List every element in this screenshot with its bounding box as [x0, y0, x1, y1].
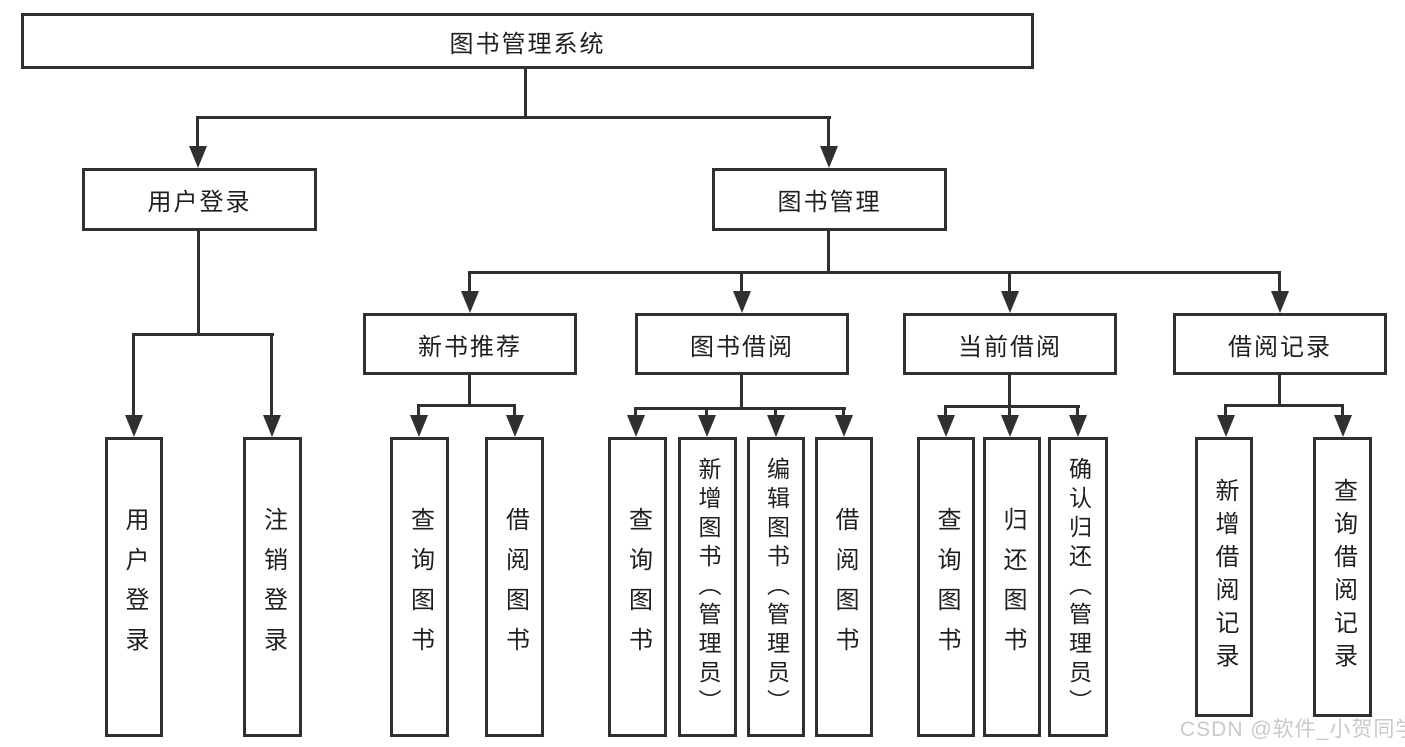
connector-current-borrow-rail — [944, 405, 1080, 408]
leaf-query-books-rec: 查询图书 — [390, 437, 449, 737]
node-book-borrow: 图书借阅 — [635, 313, 849, 375]
node-borrow-records: 借阅记录 — [1173, 313, 1387, 375]
connector-book-mgmt-trunk — [827, 231, 830, 273]
arrow-down-icon — [698, 415, 716, 437]
leaf-edit-books-admin: 编辑图书（管理员） — [747, 437, 805, 737]
arrow-down-icon — [410, 415, 428, 437]
connector-leaf-drop — [132, 333, 135, 417]
leaf-query-books-borrow: 查询图书 — [608, 437, 667, 737]
arrow-down-icon — [506, 415, 524, 437]
leaf-logout: 注销登录 — [243, 437, 302, 737]
connector-leaf-drop — [842, 407, 845, 417]
connector-leaf-drop — [417, 404, 420, 417]
connector-leaf-drop — [634, 407, 637, 417]
connector-book-borrow-trunk — [740, 375, 743, 409]
connector-l3-drop — [740, 271, 743, 293]
connector-level2-rail — [196, 116, 831, 119]
arrow-down-icon — [937, 415, 955, 437]
arrow-down-icon — [835, 415, 853, 437]
connector-user-login-rail — [132, 333, 274, 336]
connector-new-book-rail — [417, 404, 516, 407]
connector-leaf-drop — [513, 404, 516, 417]
node-user-login: 用户登录 — [82, 168, 317, 231]
node-book-mgmt: 图书管理 — [712, 168, 947, 231]
leaf-user-login: 用户登录 — [105, 437, 163, 737]
connector-l3-drop — [1278, 271, 1281, 293]
leaf-borrow-books-rec: 借阅图书 — [485, 437, 544, 737]
connector-leaf-drop — [1224, 404, 1227, 417]
leaf-add-books-admin: 新增图书（管理员） — [678, 437, 737, 737]
connector-level3-rail — [468, 271, 1281, 274]
connector-leaf-drop — [1341, 404, 1344, 417]
leaf-query-books-current: 查询图书 — [917, 437, 975, 737]
arrow-down-icon — [1069, 415, 1087, 437]
connector-borrow-records-trunk — [1278, 375, 1281, 406]
arrow-down-icon — [125, 415, 143, 437]
arrow-down-icon — [1217, 415, 1235, 437]
connector-leaf-drop — [270, 333, 273, 417]
connector-root-trunk — [524, 69, 527, 118]
connector-l3-drop — [468, 271, 471, 293]
arrow-down-icon — [1001, 415, 1019, 437]
connector-leaf-drop — [774, 407, 777, 417]
connector-leaf-drop — [1008, 405, 1011, 417]
connector-borrow-records-rail — [1224, 404, 1344, 407]
connector-current-borrow-trunk — [1008, 375, 1011, 407]
node-new-book-rec: 新书推荐 — [363, 313, 577, 375]
leaf-return-books: 归还图书 — [983, 437, 1041, 737]
connector-leaf-drop — [705, 407, 708, 417]
leaf-borrow-books: 借阅图书 — [815, 437, 873, 737]
node-current-borrow: 当前借阅 — [903, 313, 1117, 375]
arrow-down-icon — [1334, 415, 1352, 437]
arrow-down-icon — [1271, 291, 1289, 313]
arrow-down-icon — [189, 146, 207, 168]
arrow-down-icon — [767, 415, 785, 437]
arrow-down-icon — [263, 415, 281, 437]
connector-user-login-drop — [196, 116, 199, 150]
arrow-down-icon — [733, 291, 751, 313]
csdn-watermark: CSDN @软件_小贺同学 — [1180, 718, 1405, 741]
connector-new-book-trunk — [468, 375, 471, 406]
connector-book-borrow-rail — [634, 407, 846, 410]
leaf-add-borrow-record: 新增借阅记录 — [1195, 437, 1253, 717]
connector-leaf-drop — [1076, 405, 1079, 417]
leaf-query-borrow-record: 查询借阅记录 — [1313, 437, 1372, 717]
connector-user-login-trunk — [197, 231, 200, 335]
leaf-confirm-return-admin: 确认归还（管理员） — [1048, 437, 1108, 737]
connector-book-mgmt-drop — [827, 116, 830, 150]
connector-leaf-drop — [944, 405, 947, 417]
arrow-down-icon — [1001, 291, 1019, 313]
arrow-down-icon — [820, 146, 838, 168]
connector-l3-drop — [1008, 271, 1011, 293]
node-root: 图书管理系统 — [21, 13, 1034, 69]
arrow-down-icon — [627, 415, 645, 437]
arrow-down-icon — [461, 291, 479, 313]
